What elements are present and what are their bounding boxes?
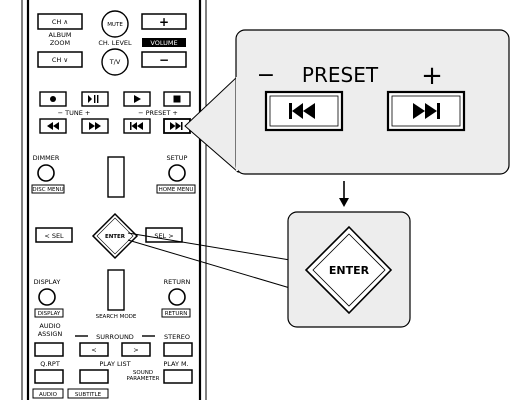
ch-up-label: CH ∧	[52, 18, 68, 26]
subtitle-tag	[67, 388, 109, 399]
volume-label: VOLUME	[150, 39, 177, 47]
transport-row-1	[39, 91, 191, 107]
display-label: DISPLAY	[34, 278, 61, 286]
return-button[interactable]	[168, 288, 186, 306]
down-arrow-icon	[339, 181, 349, 207]
surround-label: SURROUND	[96, 333, 134, 341]
rewind-icon	[47, 122, 59, 130]
mute-label: MUTE	[107, 22, 123, 28]
volume-minus-label: −	[159, 53, 169, 67]
enter-button-inner	[96, 217, 134, 255]
enter-callout: ENTER	[127, 211, 411, 328]
audio-assign-button[interactable]	[34, 342, 64, 357]
home-menu-tag	[156, 184, 196, 194]
subtitle-tag-label: SUBTITLE	[75, 392, 102, 398]
sel-right-label: SEL >	[154, 232, 173, 240]
preset-callout-title: PRESET	[302, 63, 379, 87]
audio-assign-label-1: AUDIO	[39, 322, 60, 330]
play-list-label: PLAY LIST	[99, 360, 130, 368]
play-icon	[134, 95, 141, 103]
skip-back-large-icon	[289, 103, 315, 119]
center-slot-lower[interactable]	[107, 269, 125, 311]
album-label: ALBUM	[49, 31, 72, 39]
dimmer-label: DIMMER	[33, 154, 60, 162]
enter-button[interactable]	[91, 212, 139, 260]
skip-back-icon	[130, 122, 143, 130]
preset-down-large-inner	[269, 95, 339, 127]
fast-forward-icon	[89, 122, 101, 130]
preset-callout: − PRESET +	[184, 29, 510, 175]
q-rpt-label: Q.RPT	[40, 360, 60, 368]
dimmer-button[interactable]	[37, 164, 55, 182]
transport-row-2	[39, 118, 191, 134]
skip-forward-large-icon	[413, 103, 440, 119]
play-list-button[interactable]	[79, 369, 109, 384]
sel-right-button[interactable]	[145, 227, 183, 243]
ch-down-label: CH ∨	[52, 56, 68, 64]
ch-level-label: CH. LEVEL	[98, 39, 132, 47]
record-icon	[50, 96, 56, 102]
enter-large-button	[304, 225, 393, 315]
ch-up-button[interactable]	[37, 13, 83, 30]
return-tag-label: RETURN	[165, 311, 188, 317]
enter-label: ENTER	[105, 234, 126, 240]
volume-tag	[142, 38, 186, 47]
preset-callout-minus: −	[257, 63, 275, 88]
surround-left-label: <	[91, 346, 96, 354]
display-tag	[34, 308, 64, 318]
enter-callout-pointer-upper	[127, 232, 291, 261]
volume-plus-button[interactable]	[141, 13, 187, 30]
return-label: RETURN	[164, 278, 191, 286]
enter-large-inner	[312, 233, 386, 307]
q-rpt-button[interactable]	[34, 369, 64, 384]
audio-assign-label-2: ASSIGN	[38, 330, 63, 338]
surround-right-button[interactable]	[121, 342, 151, 357]
tv-label: T/V	[109, 58, 121, 66]
stop-icon	[173, 95, 181, 103]
preset-up-large-inner	[391, 95, 461, 127]
sound-parameter-label-2: PARAMETER	[127, 376, 160, 382]
tune-label: − TUNE +	[58, 109, 91, 117]
stereo-label: STEREO	[164, 333, 190, 341]
skip-forward-icon	[170, 122, 183, 130]
volume-minus-button[interactable]	[141, 51, 187, 68]
volume-plus-label: +	[159, 15, 169, 29]
stereo-button[interactable]	[163, 342, 193, 357]
sound-parameter-label-1: SOUND	[133, 370, 153, 376]
preset-label-remote: − PRESET +	[138, 109, 178, 117]
mute-button[interactable]	[101, 10, 129, 38]
sel-left-label: < SEL	[44, 232, 64, 240]
preset-callout-pointer	[184, 74, 239, 174]
sound-parameter-button[interactable]	[163, 369, 193, 384]
remote-body	[21, 0, 207, 400]
center-slot-upper[interactable]	[107, 156, 125, 198]
audio-tag-label: AUDIO	[39, 392, 58, 398]
search-mode-label: SEARCH MODE	[96, 314, 137, 320]
disc-menu-tag	[31, 184, 65, 194]
enter-callout-pointer-lower	[127, 239, 291, 289]
setup-button[interactable]	[168, 164, 186, 182]
preset-callout-plus: +	[421, 61, 443, 91]
display-tag-label: DISPLAY	[38, 311, 61, 317]
display-button[interactable]	[38, 288, 56, 306]
surround-left-button[interactable]	[79, 342, 109, 357]
disc-menu-label: DISC MENU	[32, 187, 63, 193]
setup-label: SETUP	[167, 154, 188, 162]
play-m-label: PLAY M.	[163, 360, 188, 368]
surround-right-label: >	[133, 346, 138, 354]
pause-play-icon	[88, 95, 99, 103]
sel-left-button[interactable]	[35, 227, 73, 243]
tv-button[interactable]	[101, 48, 129, 76]
enter-large-label: ENTER	[329, 264, 370, 277]
zoom-label: ZOOM	[50, 39, 70, 47]
return-tag	[161, 308, 191, 318]
ch-down-button[interactable]	[37, 51, 83, 68]
home-menu-label: HOME MENU	[159, 187, 194, 193]
audio-tag	[32, 388, 64, 399]
